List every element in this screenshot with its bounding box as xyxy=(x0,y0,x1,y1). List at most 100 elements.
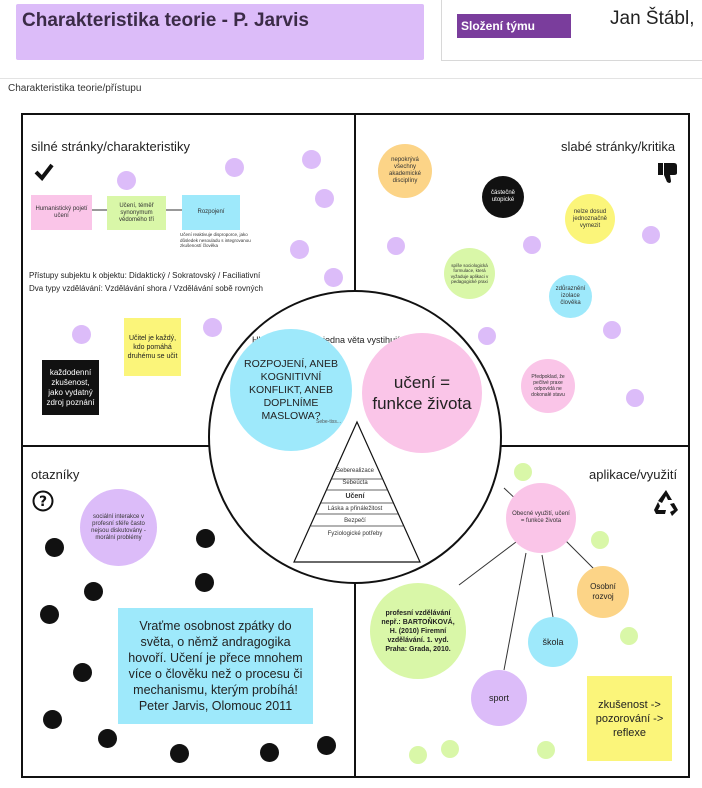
quadrant-title-weaknesses: slabé stránky/kritika xyxy=(561,139,676,154)
purple-dot[interactable] xyxy=(203,318,222,337)
sticky-note-text: Učitel je každý, kdo pomáhá druhému se u… xyxy=(127,334,178,360)
application-text: profesní vzdělávání nepř.: BARTOŇKOVÁ, H… xyxy=(381,609,455,653)
weakness-text: zdůraznění izolace člověka xyxy=(555,286,586,306)
board-subtitle: Charakteristika teorie/přístupu xyxy=(8,83,142,94)
weakness-circle-definition[interactable]: nelze dosud jednoznačně vymezit xyxy=(565,194,615,244)
sticky-note-reflection[interactable]: zkušenost -> pozorování -> reflexe xyxy=(587,676,672,761)
weakness-circle-isolation[interactable]: zdůraznění izolace člověka xyxy=(549,275,592,318)
center-text: ROZPOJENÍ, ANEB KOGNITIVNÍ KONFLIKT, ANE… xyxy=(244,357,338,422)
question-circle-social-interaction[interactable]: sociální interakce v profesní sféře čast… xyxy=(80,489,157,566)
black-dot[interactable] xyxy=(317,736,336,755)
quadrant-title-applications: aplikace/využití xyxy=(589,467,678,482)
black-dot[interactable] xyxy=(196,529,215,548)
question-text: sociální interakce v profesní sféře čast… xyxy=(91,513,146,541)
sticky-note-text: Rozpojení xyxy=(197,209,225,215)
education-types-text: Dva typy vzdělávání: Vzdělávání shora / … xyxy=(29,284,263,293)
sticky-note-learning[interactable]: Učení, téměř synonymum vědomého tří xyxy=(107,196,166,230)
application-text: sport xyxy=(488,693,509,703)
black-dot[interactable] xyxy=(260,743,279,762)
team-label[interactable]: Složení týmu xyxy=(457,14,571,38)
weakness-text: Předpoklad, že pečlivé praxe odpovídá ne… xyxy=(531,374,565,398)
header-divider xyxy=(0,78,702,79)
disjunction-caption: Učení reaktivuje disproporce, jako důsle… xyxy=(180,232,251,248)
sticky-note-teacher[interactable]: Učitel je každý, kdo pomáhá druhému se u… xyxy=(124,318,181,376)
black-dot[interactable] xyxy=(40,605,59,624)
sticky-note-text: každodenní zkušenost, jako vydatný zdroj… xyxy=(46,367,95,407)
pyramid-level: Seberealizace xyxy=(335,468,375,474)
sticky-note-disjunction[interactable]: Rozpojení xyxy=(182,195,240,230)
application-text: Osobní rozvoj xyxy=(590,582,616,601)
purple-dot[interactable] xyxy=(72,325,91,344)
weakness-text: nepokrývá všechny akademické disciplíny xyxy=(388,157,421,184)
weakness-text: spíše sociologická formulace, která vyža… xyxy=(450,262,489,285)
sticky-note-text: Učení, téměř synonymum vědomého tří xyxy=(118,202,155,223)
green-dot[interactable] xyxy=(514,463,532,481)
black-dot[interactable] xyxy=(84,582,103,601)
purple-dot[interactable] xyxy=(626,389,644,407)
black-dot[interactable] xyxy=(43,710,62,729)
checkmark-icon xyxy=(33,162,55,182)
sticky-note-experience[interactable]: každodenní zkušenost, jako vydatný zdroj… xyxy=(42,360,99,415)
weakness-circle-disciplines[interactable]: nepokrývá všechny akademické disciplíny xyxy=(378,144,432,198)
application-school[interactable]: škola xyxy=(528,617,578,667)
green-dot[interactable] xyxy=(620,627,638,645)
pyramid-level: Sebeúcta xyxy=(342,480,368,486)
application-personal-growth[interactable]: Osobní rozvoj xyxy=(577,566,629,618)
application-text: škola xyxy=(542,637,564,647)
pyramid-level: Fyziologické potřeby xyxy=(327,531,383,537)
application-hub[interactable]: Obecné využití, učení = funkce života xyxy=(506,483,576,553)
quadrant-title-questions: otazníky xyxy=(31,467,80,482)
pyramid-level: Láska a přináležitost xyxy=(327,506,383,512)
purple-dot[interactable] xyxy=(478,327,496,345)
center-circle-learning-life[interactable]: učení = funkce života xyxy=(362,333,482,453)
quadrant-title-strengths: silné stránky/charakteristiky xyxy=(31,139,190,154)
main-idea-partial-text: Hlavní myšlenka, jedna věta vystihující … xyxy=(252,335,432,345)
black-dot[interactable] xyxy=(45,538,64,557)
green-dot[interactable] xyxy=(537,741,555,759)
purple-dot[interactable] xyxy=(117,171,136,190)
application-text: Obecné využití, učení = funkce života xyxy=(512,511,570,524)
purple-dot[interactable] xyxy=(290,240,309,259)
weakness-text: částečně utopické xyxy=(490,190,515,203)
weakness-circle-assumption[interactable]: Předpoklad, že pečlivé praxe odpovídá ne… xyxy=(521,359,575,413)
pyramid-level: Učení xyxy=(345,493,365,500)
quote-note[interactable]: Vraťme osobnost zpátky do světa, o němž … xyxy=(118,608,313,724)
board-title: Charakteristika teorie - P. Jarvis xyxy=(22,10,309,31)
recycle-icon xyxy=(649,487,683,519)
black-dot[interactable] xyxy=(73,663,92,682)
maslow-pyramid xyxy=(293,420,421,563)
svg-text:?: ? xyxy=(39,494,47,510)
sticky-note-text: zkušenost -> pozorování -> reflexe xyxy=(595,698,664,739)
board-title-box[interactable]: Charakteristika teorie - P. Jarvis xyxy=(16,4,424,60)
thumbs-down-icon xyxy=(655,159,681,185)
green-dot[interactable] xyxy=(591,531,609,549)
connector-lines xyxy=(92,209,182,211)
purple-dot[interactable] xyxy=(603,321,621,339)
quote-text: Vraťme osobnost zpátky do světa, o němž … xyxy=(128,619,303,713)
green-dot[interactable] xyxy=(409,746,427,764)
purple-dot[interactable] xyxy=(315,189,334,208)
weakness-text: nelze dosud jednoznačně vymezit xyxy=(572,208,608,229)
black-dot[interactable] xyxy=(195,573,214,592)
weakness-circle-sociological[interactable]: spíše sociologická formulace, která vyža… xyxy=(444,248,495,299)
pyramid-level: Bezpečí xyxy=(344,518,366,524)
sticky-note-humanistic[interactable]: Humanistický pojetí učení xyxy=(31,195,92,230)
purple-dot[interactable] xyxy=(302,150,321,169)
approaches-text: Přístupy subjektu k objektu: Didaktický … xyxy=(29,271,261,280)
black-dot[interactable] xyxy=(98,729,117,748)
center-text: učení = funkce života xyxy=(372,373,472,413)
purple-dot[interactable] xyxy=(324,268,343,287)
purple-dot[interactable] xyxy=(387,237,405,255)
purple-dot[interactable] xyxy=(225,158,244,177)
sticky-note-text: Humanistický pojetí učení xyxy=(35,205,88,219)
team-name[interactable]: Jan Štábl, xyxy=(610,8,695,29)
purple-dot[interactable] xyxy=(642,226,660,244)
center-circle-disjunction[interactable]: ROZPOJENÍ, ANEB KOGNITIVNÍ KONFLIKT, ANE… xyxy=(230,329,352,451)
purple-dot[interactable] xyxy=(523,236,541,254)
application-professional-education[interactable]: profesní vzdělávání nepř.: BARTOŇKOVÁ, H… xyxy=(370,583,466,679)
weakness-circle-utopian[interactable]: částečně utopické xyxy=(482,176,524,218)
question-icon: ? xyxy=(31,489,55,513)
black-dot[interactable] xyxy=(170,744,189,763)
green-dot[interactable] xyxy=(441,740,459,758)
application-sport[interactable]: sport xyxy=(471,670,527,726)
